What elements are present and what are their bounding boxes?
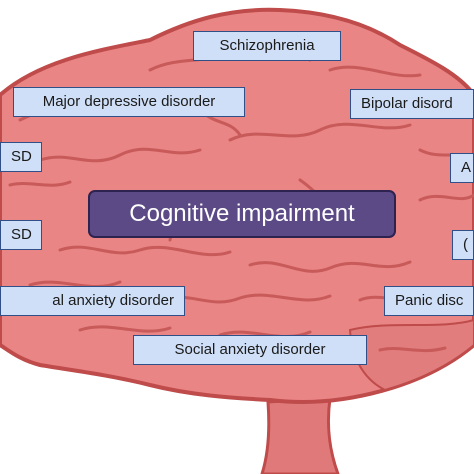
center-cognitive-impairment: Cognitive impairment [88, 190, 396, 238]
label-generalized-anxiety-disorder: al anxiety disorder [0, 286, 185, 316]
label-social-anxiety-disorder: Social anxiety disorder [133, 335, 367, 365]
label-major-depressive-disorder: Major depressive disorder [13, 87, 245, 117]
label-panic-disorder: Panic disc [384, 286, 474, 316]
brain-stem [260, 396, 340, 474]
label-right-edge-1: A [450, 153, 474, 183]
label-right-edge-2: ( [452, 230, 474, 260]
label-ptsd: SD [0, 142, 42, 172]
label-bipolar-disorder: Bipolar disord [350, 89, 474, 119]
label-schizophrenia: Schizophrenia [193, 31, 341, 61]
label-ocd: SD [0, 220, 42, 250]
cerebellum [348, 318, 474, 392]
